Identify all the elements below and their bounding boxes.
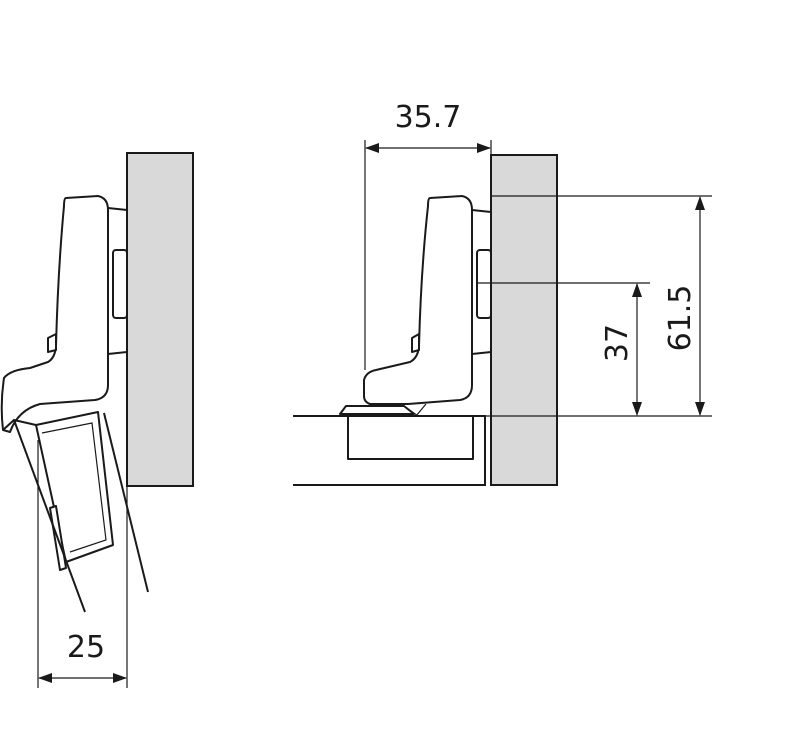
right-hinge-link (403, 403, 427, 417)
overlay-width-label: 35.7 (395, 100, 462, 135)
plate-height-label: 61.5 (663, 285, 698, 352)
right-hinge-base (339, 405, 415, 415)
left-door-line-outer (13, 419, 86, 613)
left-door-line-inner (103, 412, 149, 593)
right-hinge-cup (347, 415, 474, 460)
left-hinge-cup (35, 411, 114, 563)
left-door-edge (2, 418, 37, 431)
right-arm-tab (411, 333, 420, 353)
hole-offset-label: 37 (600, 324, 635, 362)
left-arm-tab (47, 333, 57, 353)
right-plate-screw-slot (476, 249, 492, 319)
left-cup-inner (41, 422, 107, 553)
left-width-label: 25 (67, 630, 105, 665)
right-hinge-arm (363, 195, 473, 405)
right-view: 35.7 37 61.5 (293, 100, 712, 486)
right-cabinet-panel (490, 154, 558, 486)
left-cabinet-panel (126, 152, 194, 487)
left-hinge-arm (0, 195, 109, 433)
left-view: 25 (0, 152, 194, 688)
left-plate-screw-slot (112, 249, 128, 319)
